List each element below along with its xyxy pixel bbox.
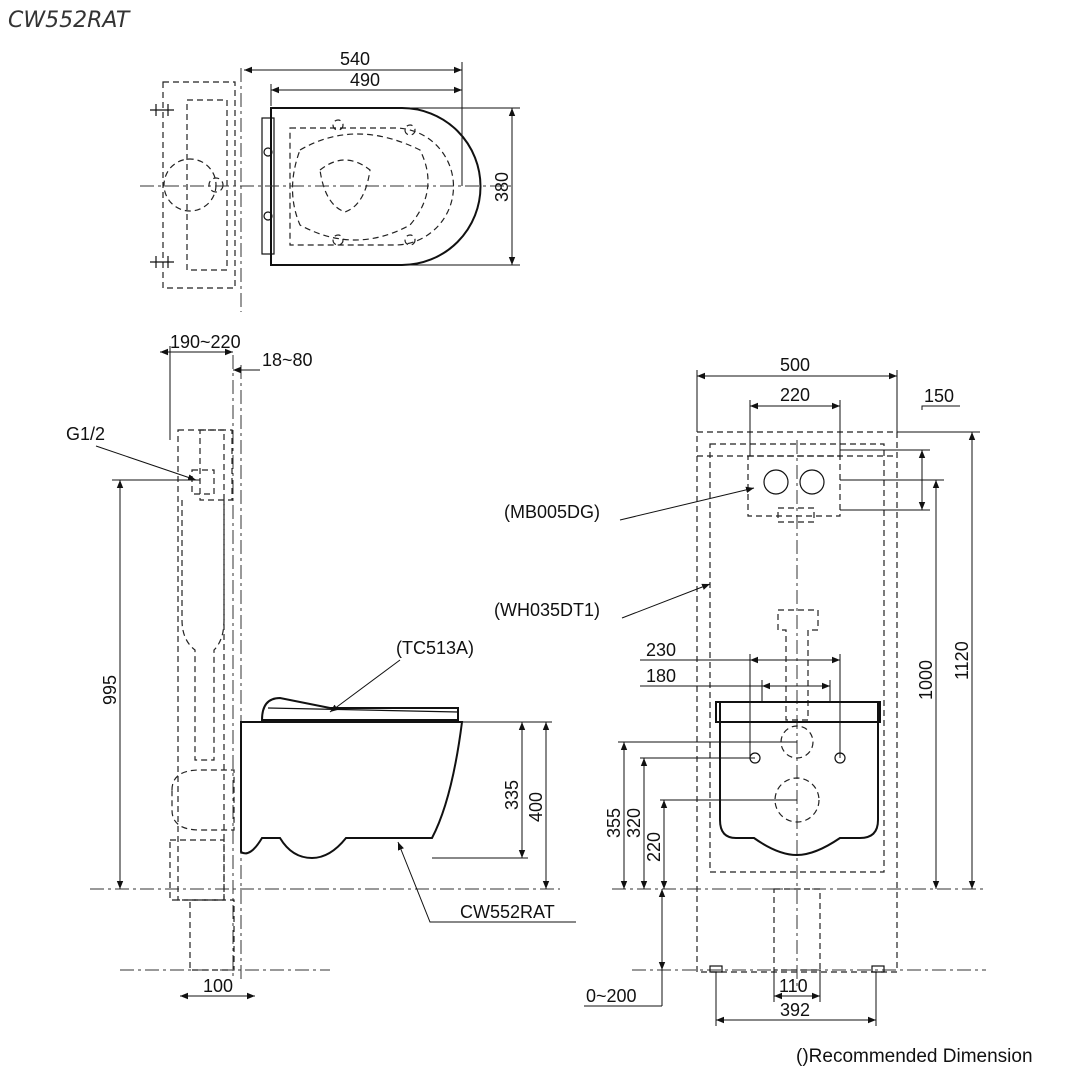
wh035dt1-leader [621,583,711,619]
top-frame-outline [162,81,236,289]
dim-150-text: 150 [924,386,954,406]
dim-355-text: 355 [604,808,624,838]
flush-button-2 [799,469,825,495]
side-view: 190~220 18~80 G1/2 995 335 400 100 (TC51… [66,332,576,1000]
bowl-outlet [319,159,371,213]
dim-490-text: 490 [350,70,380,90]
top-bolt-lower [150,256,174,268]
side-flush-pipe [181,500,225,761]
g12-label: G1/2 [66,424,105,444]
front-view: 500 220 150 (MB005DG) (WH035DT1) 230 180 [494,355,986,1026]
bowl-basin [291,133,429,241]
tc513a-label: (TC513A) [396,638,474,658]
dim-380-text: 380 [492,172,512,202]
bowl-side-outline [240,721,464,860]
dim-230-text: 230 [646,640,676,660]
dim-190-220-text: 190~220 [170,332,241,352]
bowl-inner-rim [289,127,455,246]
front-foot-right [871,965,885,973]
bowl-front-seat [715,701,881,723]
side-drain-pipe [169,839,225,901]
side-drain-elbow [171,769,235,831]
dim-995-text: 995 [100,675,120,705]
side-frame-leg [189,899,235,971]
bowl-seat [260,696,459,721]
top-pipe-circle [163,158,217,212]
top-view: 540 490 380 [140,49,520,312]
dim-220b-text: 220 [644,832,664,862]
dim-100-text: 100 [203,976,233,996]
mb005dg-leader [619,486,755,521]
top-pipe-small [208,177,224,193]
dim-220-text: 220 [780,385,810,405]
dim-540-text: 540 [340,49,370,69]
side-valve [191,469,215,495]
front-flush-pipe [777,609,819,721]
recommended-dimension-note: ()Recommended Dimension [796,1046,1033,1067]
rim-hole-1 [332,119,344,131]
hinge-bolt-1 [263,147,273,157]
dim-320-text: 320 [624,808,644,838]
bowl-front-outline [719,701,879,857]
mb005dg-label: (MB005DG) [504,502,600,522]
top-frame-inner [186,99,228,271]
front-drain-pipe [773,888,821,971]
dim-392-text: 392 [780,1000,810,1020]
dim-110-text: 110 [779,976,808,996]
rim-hole-4 [404,234,416,246]
hinge-bolt-2 [263,211,273,221]
dim-500-text: 500 [780,355,810,375]
dim-400-text: 400 [526,792,546,822]
front-inlet [780,725,814,759]
top-bolt-upper [150,104,174,116]
front-outlet [774,777,820,823]
rim-hole-2 [404,124,416,136]
dim-0-200-text: 0~200 [586,986,637,1006]
bowl-top-outline [270,107,482,266]
cw552rat-label: CW552RAT [460,902,555,922]
dim-150-leader [921,405,960,410]
flush-button-1 [763,469,789,495]
g12-leader [95,445,197,481]
front-flush-base [777,507,815,523]
dim-1000-text: 1000 [916,660,936,700]
cw552rat-leader [397,841,576,923]
wh035dt1-label: (WH035DT1) [494,600,600,620]
seat-lid-line [267,707,459,713]
dim-335-text: 335 [502,780,522,810]
model-title: CW552RAT [8,8,130,33]
front-flush-plate [747,455,841,517]
side-cistern-top [199,429,233,501]
dim-1120-text: 1120 [952,641,972,680]
dim-180-text: 180 [646,666,676,686]
front-foot-left [709,965,723,973]
tc513a-leader [329,659,401,713]
dim-18-80-text: 18~80 [262,350,313,370]
front-frame-inner [709,443,885,873]
rim-hole-3 [332,234,344,246]
